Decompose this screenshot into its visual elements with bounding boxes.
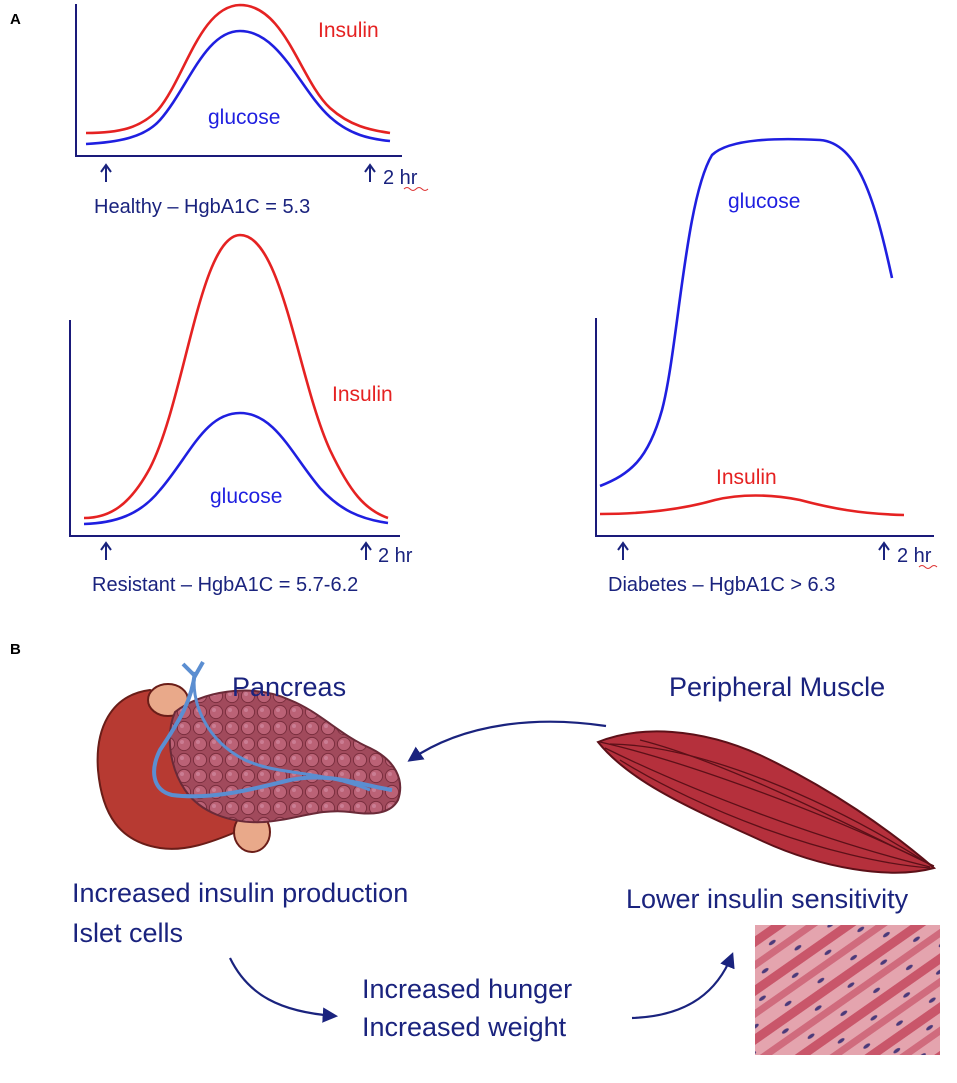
pancreas-illustration bbox=[96, 661, 402, 853]
resistant-insulin-curve bbox=[83, 233, 389, 520]
diabetes-glucose-curve bbox=[599, 137, 894, 488]
resistant-caption: Resistant – HgbA1C = 5.7-6.2 bbox=[92, 574, 358, 596]
muscle-to-pancreas-arrow bbox=[407, 720, 607, 762]
diabetes-2hr-arrow bbox=[878, 541, 890, 560]
pancreas-body bbox=[168, 689, 402, 824]
healthy-2hr-label: 2 hr bbox=[383, 167, 418, 189]
healthy-insulin-curve bbox=[85, 3, 391, 135]
healthy-glucose-curve bbox=[85, 29, 391, 146]
diabetes-chart: glucose Insulin 2 hr Diabetes – HgbA1C >… bbox=[595, 137, 938, 596]
healthy-start-arrow bbox=[100, 163, 112, 182]
muscle-fiber bbox=[639, 739, 934, 867]
muscle-caption: Lower insulin sensitivity bbox=[626, 884, 909, 914]
pancreas-caption-line2: Islet cells bbox=[72, 918, 183, 948]
muscle-fiber bbox=[604, 747, 931, 868]
muscle-fiber bbox=[619, 759, 931, 869]
healthy-caption: Healthy – HgbA1C = 5.3 bbox=[94, 196, 310, 218]
middle-line2: Increased weight bbox=[362, 1012, 567, 1042]
muscle-title: Peripheral Muscle bbox=[669, 672, 885, 702]
healthy-glucose-label: glucose bbox=[208, 106, 280, 129]
diabetes-insulin-curve bbox=[599, 494, 905, 517]
resistant-chart: Insulin glucose 2 hr Resistant – HgbA1C … bbox=[69, 233, 413, 596]
resistant-2hr-label: 2 hr bbox=[378, 545, 413, 567]
resistant-glucose-curve bbox=[83, 411, 389, 526]
healthy-chart: Insulin glucose 2 hr Healthy – HgbA1C = … bbox=[75, 3, 429, 218]
muscle-fiber bbox=[609, 743, 933, 867]
diabetes-spellcheck-squiggle bbox=[918, 565, 938, 569]
healthy-insulin-label: Insulin bbox=[318, 19, 379, 42]
resistant-axes bbox=[69, 320, 400, 537]
resistant-2hr-arrow bbox=[360, 541, 372, 560]
middle-line1: Increased hunger bbox=[362, 974, 572, 1004]
resistant-insulin-label: Insulin bbox=[332, 383, 393, 406]
muscle-illustration bbox=[596, 730, 937, 874]
weight-to-muscle-arrow bbox=[631, 952, 735, 1020]
healthy-axes bbox=[75, 4, 402, 157]
pancreas-caption-line1: Increased insulin production bbox=[72, 878, 408, 908]
resistant-glucose-label: glucose bbox=[210, 485, 282, 508]
panel-b-label: B bbox=[10, 641, 21, 658]
pancreas-title: Pancreas bbox=[232, 672, 346, 702]
panel-a-label: A bbox=[10, 11, 21, 28]
histology-tissue bbox=[755, 925, 940, 1055]
healthy-2hr-arrow bbox=[364, 163, 376, 182]
diabetes-glucose-label: glucose bbox=[728, 190, 800, 213]
pancreatic-vessel bbox=[192, 671, 371, 792]
muscle-histology-image bbox=[755, 925, 940, 1055]
islet-to-hunger-arrow bbox=[229, 957, 339, 1023]
diabetes-insulin-label: Insulin bbox=[716, 466, 777, 489]
resistant-start-arrow bbox=[100, 541, 112, 560]
healthy-spellcheck-squiggle bbox=[403, 187, 429, 191]
diabetes-axes bbox=[595, 318, 934, 537]
diabetes-2hr-label: 2 hr bbox=[897, 545, 932, 567]
diabetes-caption: Diabetes – HgbA1C > 6.3 bbox=[608, 574, 835, 596]
diabetes-start-arrow bbox=[617, 541, 629, 560]
muscle-belly bbox=[596, 730, 937, 874]
vessel-fork bbox=[181, 661, 205, 680]
